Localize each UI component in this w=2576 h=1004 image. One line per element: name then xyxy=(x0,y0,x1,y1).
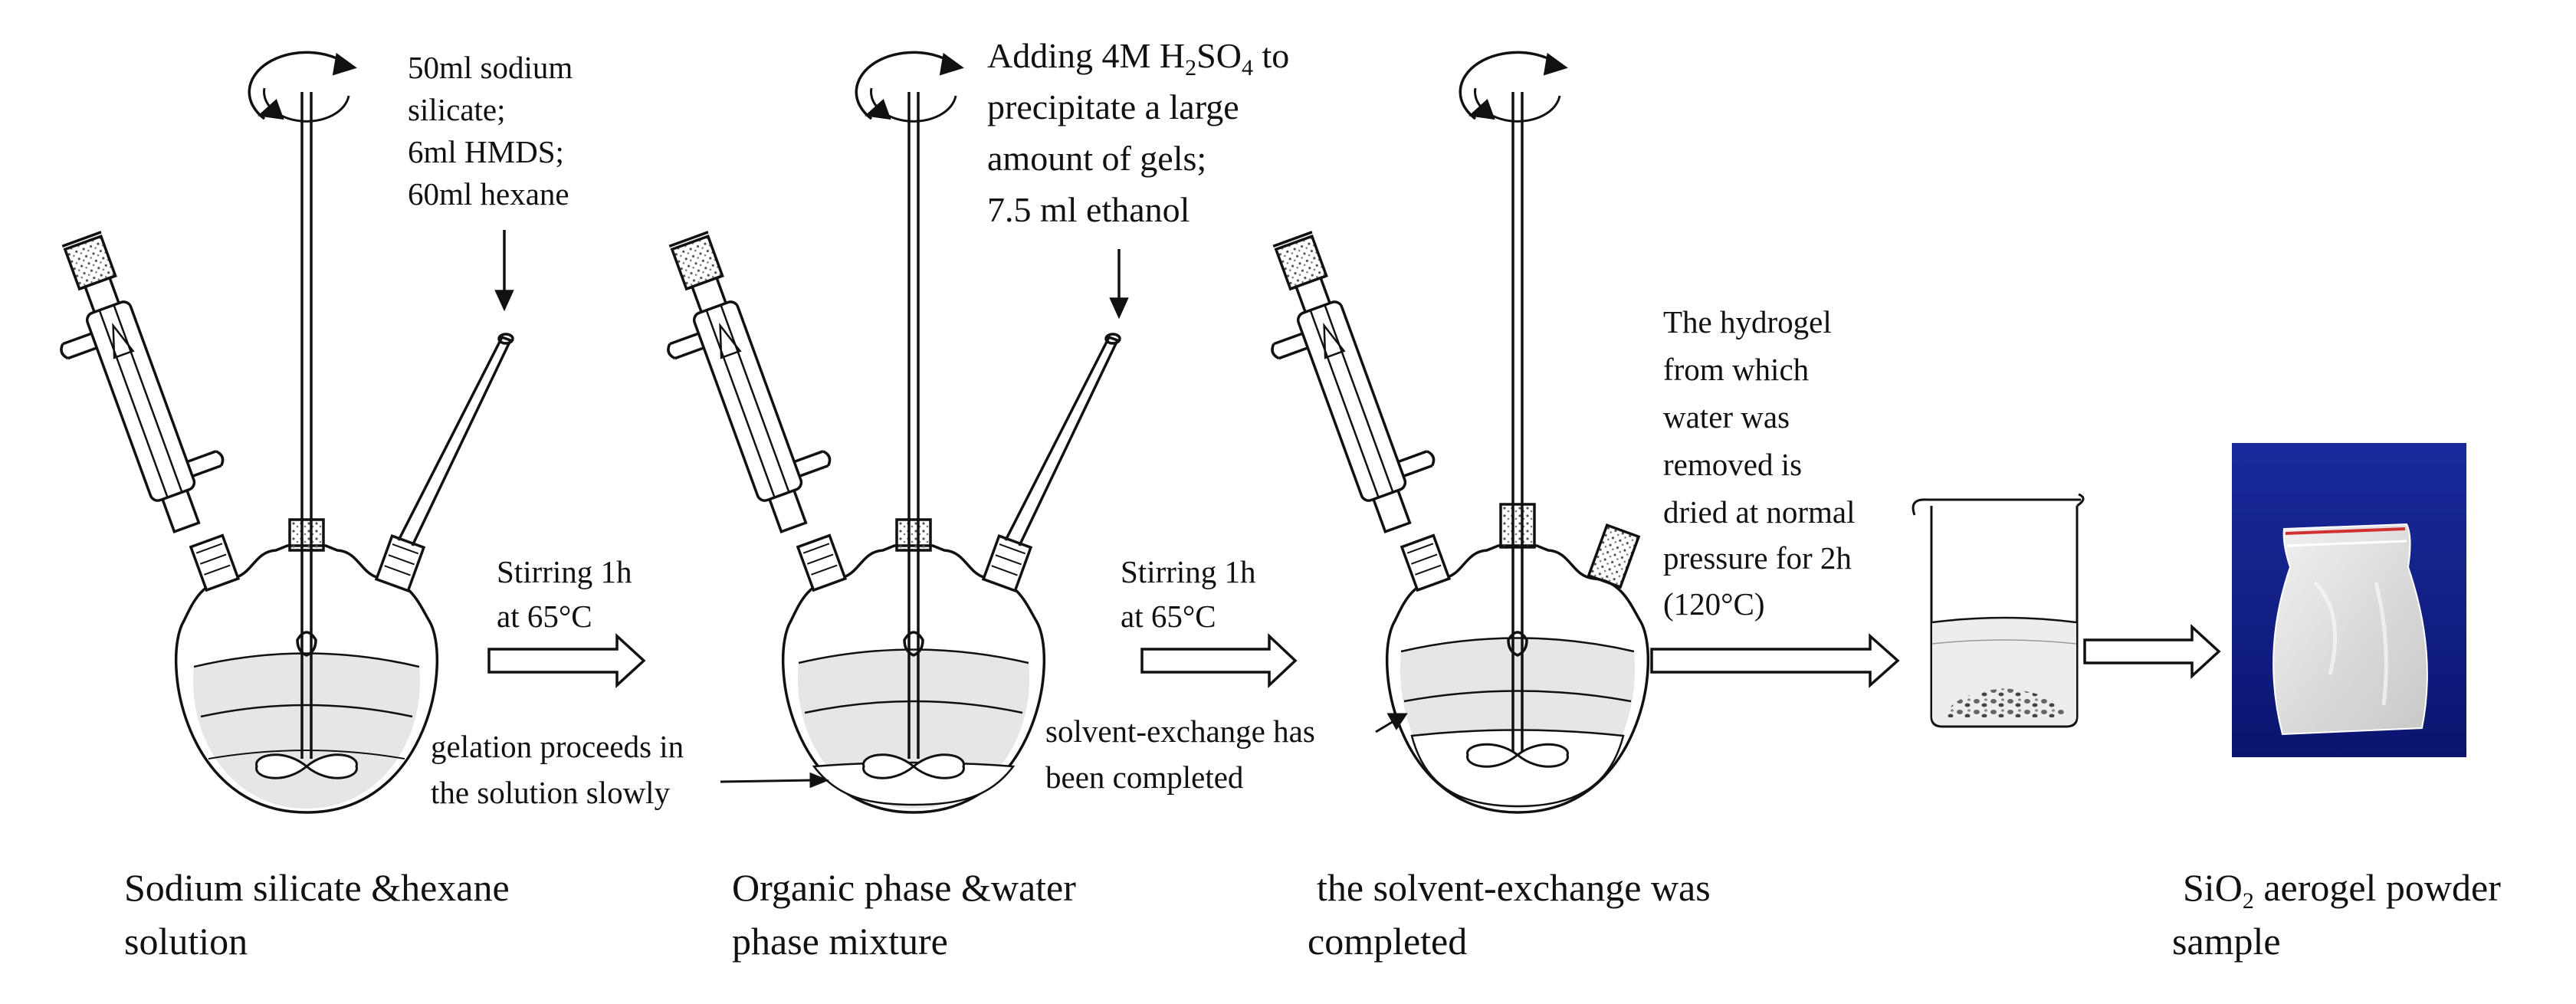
beaker xyxy=(1911,493,2085,728)
rotation-arrow-icon xyxy=(1459,51,1568,123)
powder-bag xyxy=(2272,523,2428,736)
rotation-arrow-icon xyxy=(855,51,964,123)
step-line: (120°C) xyxy=(1663,586,1765,622)
caption-stage-4: SiO2 aerogel powder sample xyxy=(2172,866,2501,963)
step-line: at 65°C xyxy=(497,599,592,634)
dropping-funnel xyxy=(397,335,513,546)
note-line: amount of gels; xyxy=(987,139,1206,178)
annotation-pointer xyxy=(1375,713,1408,733)
annotation-line: gelation proceeds in xyxy=(431,729,684,764)
caption-line: completed xyxy=(1308,920,1467,963)
step-line: water was xyxy=(1663,399,1790,435)
annotation-solvent-exchange: solvent-exchange has been completed xyxy=(1045,714,1315,795)
reagents-note-1: 50ml sodium silicate; 6ml HMDS; 60ml hex… xyxy=(408,50,573,212)
step-line: from which xyxy=(1663,352,1809,387)
caption-line: phase mixture xyxy=(732,920,948,963)
right-arrow-icon xyxy=(487,633,646,688)
note-line-formula: Adding 4M H2SO4 to xyxy=(987,36,1289,80)
note-line: precipitate a large xyxy=(987,87,1239,126)
stopper-center xyxy=(288,518,325,552)
note-line: 50ml sodium xyxy=(408,50,573,85)
note-line: 7.5 ml ethanol xyxy=(987,190,1190,229)
neck-right xyxy=(374,534,426,592)
caption-line: solution xyxy=(124,920,248,963)
right-arrow-icon xyxy=(2083,624,2221,679)
neck-left xyxy=(189,533,241,592)
note-line: silicate; xyxy=(408,92,506,127)
reflux-condenser xyxy=(60,231,225,533)
round-bottom-flask xyxy=(1385,544,1650,814)
step-line: pressure for 2h xyxy=(1663,540,1852,576)
liquid-solution xyxy=(193,653,420,809)
annotation-gelation: gelation proceeds in the solution slowly xyxy=(431,729,684,810)
step-line: Stirring 1h xyxy=(497,554,632,589)
caption-stage-3: the solvent-exchange was completed xyxy=(1308,866,1711,963)
caption-line-formula: SiO2 aerogel powder xyxy=(2183,866,2501,914)
round-bottom-flask xyxy=(174,544,439,814)
step-line: dried at normal xyxy=(1663,494,1855,530)
stirring-rod xyxy=(300,92,313,759)
step-line: The hydrogel xyxy=(1663,304,1832,340)
down-arrow-icon xyxy=(1109,249,1129,320)
flask-apparatus-3 xyxy=(1271,51,1650,814)
caption-line: Organic phase &water xyxy=(732,866,1076,909)
annotation-line: been completed xyxy=(1045,760,1243,795)
caption-line: Sodium silicate &hexane xyxy=(124,866,510,909)
step-label-3: The hydrogel from which water was remove… xyxy=(1663,304,1855,622)
round-bottom-flask xyxy=(781,544,1046,814)
caption-stage-1: Sodium silicate &hexane solution xyxy=(124,866,510,963)
stir-paddle xyxy=(255,753,358,779)
aerogel-powder-photo xyxy=(2232,443,2466,757)
right-arrow-icon xyxy=(1650,633,1900,688)
annotation-pointer xyxy=(720,772,830,789)
right-arrow-icon xyxy=(1140,632,1298,689)
annotation-line: solvent-exchange has xyxy=(1045,714,1315,749)
reagents-note-2: Adding 4M H2SO4 to precipitate a large a… xyxy=(987,36,1289,229)
flask-apparatus-1 xyxy=(60,51,514,814)
step-line: at 65°C xyxy=(1121,599,1216,634)
caption-stage-2: Organic phase &water phase mixture xyxy=(732,866,1076,963)
caption-line: sample xyxy=(2172,920,2281,963)
aqueous-layer xyxy=(1410,729,1625,808)
step-label-1: Stirring 1h at 65°C xyxy=(497,554,632,634)
note-line: 6ml HMDS; xyxy=(408,134,564,169)
gel-layer xyxy=(812,761,1016,806)
step-label-2: Stirring 1h at 65°C xyxy=(1121,554,1256,634)
caption-line: the solvent-exchange was xyxy=(1317,866,1711,909)
step-line: removed is xyxy=(1663,447,1802,482)
step-line: Stirring 1h xyxy=(1121,554,1256,589)
rotation-arrow-icon xyxy=(248,51,357,123)
annotation-line: the solution slowly xyxy=(431,775,671,810)
down-arrow-icon xyxy=(494,230,514,312)
note-line: 60ml hexane xyxy=(408,176,569,212)
flask-apparatus-2 xyxy=(667,51,1121,814)
beaker-gel-pebbles xyxy=(1945,688,2066,717)
